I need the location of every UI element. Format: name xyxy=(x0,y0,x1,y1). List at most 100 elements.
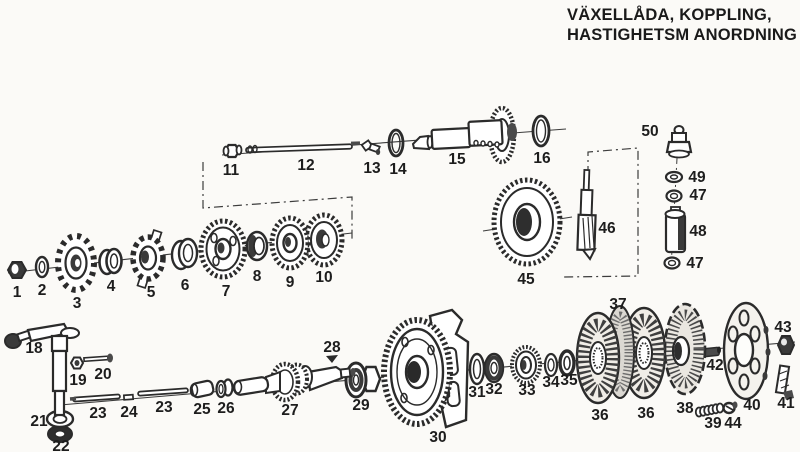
part-13 xyxy=(360,139,381,155)
part-label-31: 31 xyxy=(468,384,486,401)
part-44 xyxy=(722,401,738,415)
part-38 xyxy=(663,302,707,396)
part-28 xyxy=(326,355,338,363)
part-label-26: 26 xyxy=(217,400,235,417)
part-label-48: 48 xyxy=(689,223,707,240)
part-label-44: 44 xyxy=(724,415,742,432)
part-label-40: 40 xyxy=(743,397,760,414)
part-25 xyxy=(189,379,215,399)
part-label-23-b: 23 xyxy=(89,405,107,422)
part-label-25: 25 xyxy=(193,401,211,418)
part-label-49: 49 xyxy=(688,169,706,186)
part-18 xyxy=(4,322,80,417)
part-label-23: 23 xyxy=(155,399,173,416)
part-12 xyxy=(245,141,361,154)
part-45 xyxy=(491,177,563,267)
part-label-10: 10 xyxy=(315,269,332,286)
part-5 xyxy=(130,228,166,290)
part-label-8: 8 xyxy=(253,268,262,285)
part-label-47-b: 47 xyxy=(686,255,703,272)
part-46 xyxy=(576,168,597,261)
part-15 xyxy=(411,105,517,165)
part-label-24: 24 xyxy=(120,404,138,421)
part-27 xyxy=(232,361,356,403)
part-label-2: 2 xyxy=(38,282,47,299)
part-label-50: 50 xyxy=(641,123,658,140)
part-32 xyxy=(483,352,505,384)
bracket-right xyxy=(561,147,639,278)
part-50 xyxy=(665,125,693,159)
part-label-3: 3 xyxy=(73,295,82,312)
part-1 xyxy=(6,261,28,279)
part-label-14: 14 xyxy=(389,161,407,178)
part-16 xyxy=(531,114,551,148)
part-39 xyxy=(694,402,725,418)
part-label-37: 37 xyxy=(609,296,626,313)
part-label-46: 46 xyxy=(598,220,616,237)
part-49 xyxy=(664,170,684,184)
parts-layer xyxy=(4,105,796,443)
part-label-43: 43 xyxy=(774,319,792,336)
part-label-41: 41 xyxy=(777,395,795,412)
bracket-left xyxy=(202,162,353,240)
diagram-title-line2: HASTIGHETSM ANORDNING xyxy=(567,26,798,45)
diagram-title: VÄXELLÅDA, KOPPLING, HASTIGHETSM ANORDNI… xyxy=(567,5,797,45)
part-36-b xyxy=(575,311,621,405)
part-label-20: 20 xyxy=(94,366,111,383)
part-33 xyxy=(510,345,542,385)
part-label-19: 19 xyxy=(69,372,87,389)
part-label-9: 9 xyxy=(286,274,295,291)
part-label-5: 5 xyxy=(147,284,156,301)
part-47-b xyxy=(663,256,681,270)
callout-labels: 5049474847464516151413121110987654321434… xyxy=(13,123,795,452)
part-6 xyxy=(170,237,199,271)
part-24 xyxy=(122,393,135,401)
part-label-1: 1 xyxy=(13,284,22,301)
part-9 xyxy=(269,215,311,271)
part-label-15: 15 xyxy=(448,151,466,168)
part-label-4: 4 xyxy=(107,278,116,295)
part-36 xyxy=(621,306,667,400)
part-label-18: 18 xyxy=(25,340,43,357)
part-30 xyxy=(381,308,470,429)
part-35 xyxy=(558,349,576,377)
part-14 xyxy=(387,128,405,158)
part-41 xyxy=(774,364,794,400)
part-label-32: 32 xyxy=(485,381,502,398)
part-label-38: 38 xyxy=(676,400,694,417)
part-4 xyxy=(98,247,123,276)
part-23 xyxy=(137,387,189,397)
part-20 xyxy=(83,353,113,363)
part-34 xyxy=(543,352,559,378)
part-label-21: 21 xyxy=(30,413,48,430)
part-label-45: 45 xyxy=(517,271,535,288)
part-label-36: 36 xyxy=(637,405,655,422)
part-label-16: 16 xyxy=(533,150,551,167)
part-2 xyxy=(34,255,50,279)
part-26 xyxy=(215,378,234,399)
part-label-12: 12 xyxy=(297,157,314,174)
part-label-39: 39 xyxy=(704,415,722,432)
part-23-b xyxy=(69,393,121,403)
part-label-35: 35 xyxy=(560,372,578,389)
part-19 xyxy=(69,356,85,370)
part-29 xyxy=(344,361,382,399)
part-31 xyxy=(468,352,486,386)
part-10 xyxy=(303,212,345,268)
part-8 xyxy=(245,230,269,262)
part-label-42: 42 xyxy=(706,357,723,374)
part-48 xyxy=(664,206,687,254)
part-label-47: 47 xyxy=(689,187,706,204)
part-label-34: 34 xyxy=(542,374,560,391)
part-label-30: 30 xyxy=(429,429,446,446)
part-label-6: 6 xyxy=(181,277,190,294)
diagram-title-line1: VÄXELLÅDA, KOPPLING, xyxy=(567,6,772,24)
part-label-27: 27 xyxy=(281,402,298,419)
part-40 xyxy=(722,301,771,401)
part-43 xyxy=(776,335,796,355)
part-3 xyxy=(55,233,97,293)
part-label-29: 29 xyxy=(352,397,370,414)
part-label-36-b: 36 xyxy=(591,407,609,424)
